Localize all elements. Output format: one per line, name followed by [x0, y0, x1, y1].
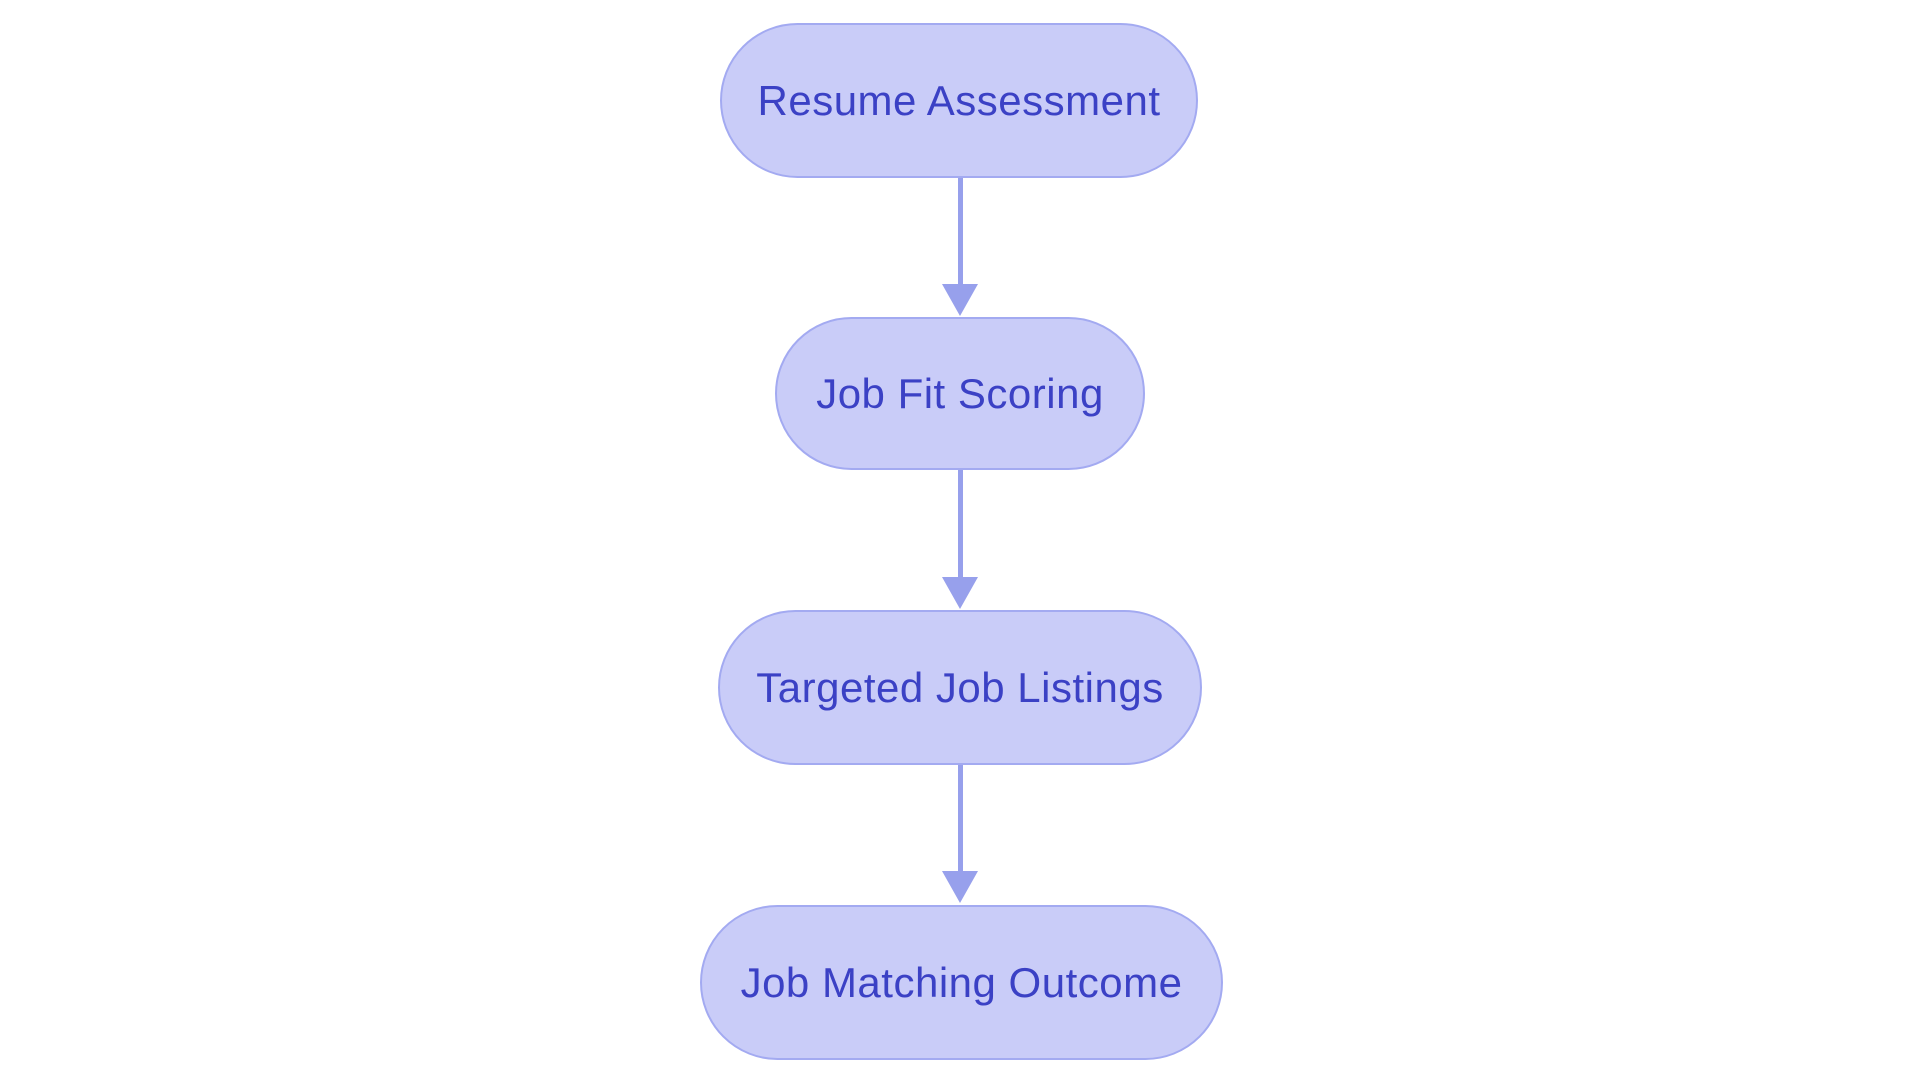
flow-node-label: Job Matching Outcome	[740, 958, 1183, 1006]
flow-node-job-matching-outcome: Job Matching Outcome	[700, 905, 1223, 1060]
flow-node-targeted-job-listings: Targeted Job Listings	[718, 610, 1202, 765]
flow-arrow-1	[942, 178, 978, 316]
flow-arrow-3	[942, 765, 978, 903]
flow-node-label: Targeted Job Listings	[756, 663, 1164, 711]
arrow-shaft	[957, 470, 963, 577]
arrow-shaft	[957, 178, 963, 284]
flow-arrow-2	[942, 470, 978, 609]
flow-node-job-fit-scoring: Job Fit Scoring	[775, 317, 1145, 470]
arrow-down-icon	[942, 284, 978, 316]
flow-node-label: Job Fit Scoring	[816, 369, 1104, 417]
flow-node-resume-assessment: Resume Assessment	[720, 23, 1198, 178]
arrow-down-icon	[942, 871, 978, 903]
arrow-down-icon	[942, 577, 978, 609]
flow-node-label: Resume Assessment	[757, 76, 1161, 124]
arrow-shaft	[957, 765, 963, 871]
